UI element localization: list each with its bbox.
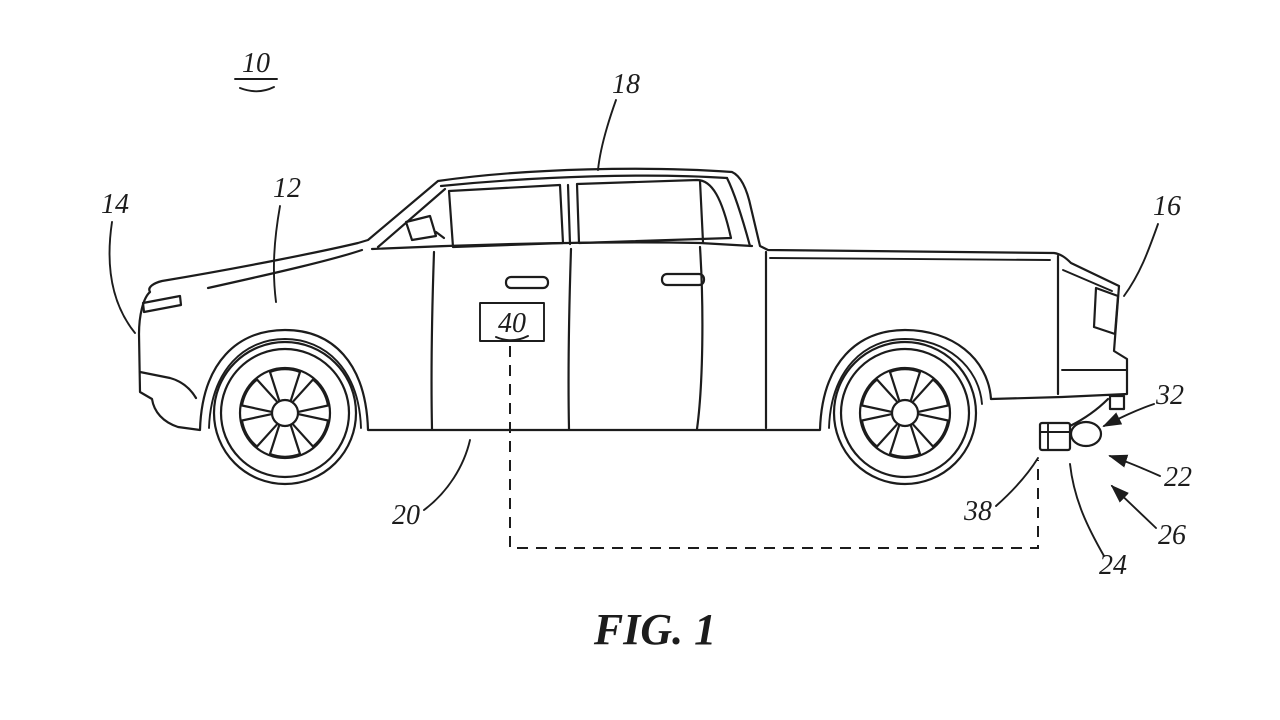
rear-door-handle (660, 272, 706, 287)
leader-24 (1069, 463, 1105, 557)
leader-16 (1123, 223, 1159, 297)
ref-label-40: 40 (498, 308, 526, 339)
rear-wheel (832, 340, 978, 486)
rear-door-seam (695, 245, 704, 431)
leader-lines (108, 78, 1161, 557)
ref-label-16: 16 (1153, 191, 1181, 222)
headlight (141, 294, 183, 314)
front-window (447, 183, 565, 249)
figure-caption: FIG. 1 (593, 605, 716, 654)
tailgate-line (1062, 269, 1113, 292)
truck-body-outline (137, 167, 1129, 432)
hitch-module-box (1038, 421, 1072, 452)
hitch-assembly (1038, 394, 1126, 452)
c-pillar-line (725, 176, 752, 248)
bed-rail-inner (769, 257, 1051, 261)
leader-18 (597, 99, 617, 171)
front-wheel (212, 340, 358, 486)
ref-label-14: 14 (101, 189, 129, 220)
hitch-bumper-bracket (1108, 394, 1126, 411)
leader-12 (273, 205, 281, 303)
hitch-arm (1068, 397, 1110, 428)
taillight (1092, 286, 1120, 336)
side-mirror (404, 214, 446, 242)
underline-40 (495, 335, 529, 342)
front-fender-inner-arch (208, 338, 362, 429)
hitch-module-lines (1039, 422, 1071, 451)
ref-label-12: 12 (273, 173, 301, 204)
roof-drip-line (439, 174, 729, 188)
ref-label-24: 24 (1099, 550, 1127, 581)
ref-label-26: 26 (1158, 520, 1186, 551)
ref-label-32: 32 (1155, 380, 1184, 411)
leader-arrow-32 (1102, 403, 1155, 427)
leader-arrow-26 (1110, 484, 1157, 529)
leader-14 (108, 221, 136, 334)
hood-crease (206, 248, 364, 290)
leader-arrow-22 (1108, 454, 1161, 477)
rear-fender-inner-arch (828, 338, 983, 429)
ref-label-18: 18 (612, 69, 640, 100)
truck-line-art (137, 167, 1129, 432)
front-door-seam (430, 250, 436, 431)
leader-38 (995, 457, 1039, 507)
b-pillar-line (566, 183, 572, 246)
hitch-ball-sensor (1069, 420, 1103, 448)
ref-label-20: 20 (392, 500, 420, 531)
ref-label-10: 10 (242, 48, 270, 79)
reference-labels: 10 18 14 12 16 40 20 38 24 26 22 32 (101, 48, 1192, 581)
leader-20 (423, 439, 471, 511)
rear-window-divider (698, 179, 705, 244)
rear-window (575, 178, 733, 245)
dashed-connector-line (509, 346, 1039, 549)
underline-10 (234, 78, 278, 93)
mid-door-seam (567, 247, 573, 431)
ref-label-22: 22 (1164, 462, 1192, 493)
ref-label-38: 38 (963, 496, 992, 527)
front-bumper-line (138, 370, 198, 400)
a-pillar-line (376, 187, 447, 249)
front-door-handle (504, 275, 550, 290)
